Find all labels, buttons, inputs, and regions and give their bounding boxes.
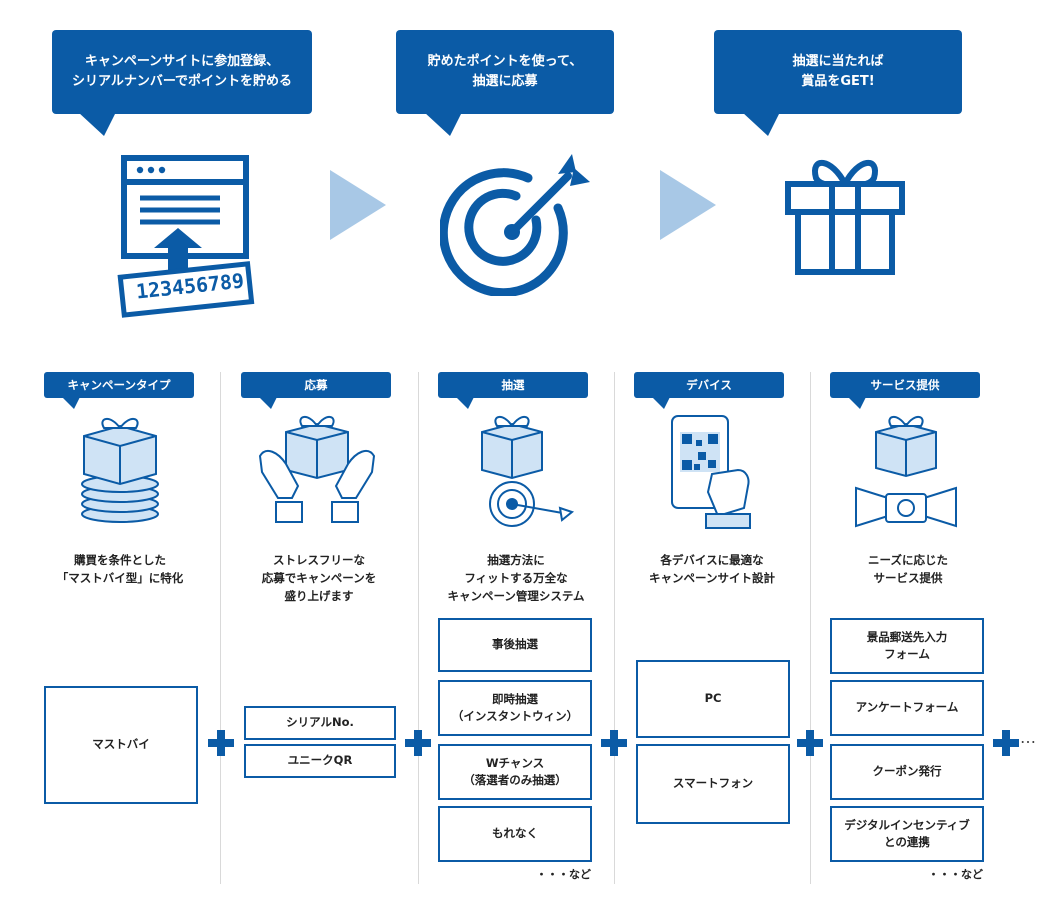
option-pc: PC xyxy=(636,660,790,738)
gift-icon xyxy=(785,159,905,275)
column-divider-4 xyxy=(810,372,811,884)
target-icon xyxy=(440,154,590,296)
option-digital-incentive: デジタルインセンティブ との連携 xyxy=(830,806,984,862)
plus-icon xyxy=(208,730,234,756)
tag-device-tail xyxy=(652,397,670,409)
step3-bubble: 抽選に当たれば 賞品をGET! xyxy=(714,30,962,114)
step-arrow-2 xyxy=(660,170,716,240)
step1-text: キャンペーンサイトに参加登録、 シリアルナンバーでポイントを貯める xyxy=(71,53,293,89)
step1-bubble-tail xyxy=(78,112,116,136)
column-divider-3 xyxy=(614,372,615,884)
step3-text: 抽選に当たれば 賞品をGET! xyxy=(792,53,884,89)
option-smartphone: スマートフォン xyxy=(636,744,790,824)
tag-campaign-type: キャンペーンタイプ xyxy=(44,372,194,398)
desc-service: ニーズに応じた サービス提供 xyxy=(868,553,948,585)
step3-bubble-tail xyxy=(742,112,780,136)
tag-lottery: 抽選 xyxy=(438,372,588,398)
option-instant-win: 即時抽選 （インスタントウィン） xyxy=(438,680,592,736)
desc-campaign-type: 購買を条件とした 「マストバイ型」に特化 xyxy=(56,553,184,585)
step2-text: 貯めたポイントを使って、 抽選に応募 xyxy=(427,53,583,89)
tag-service-tail xyxy=(848,397,866,409)
browser-serial-icon xyxy=(117,155,255,318)
plus-icon xyxy=(797,730,823,756)
tag-service: サービス提供 xyxy=(830,372,980,398)
tag-lottery-tail xyxy=(456,397,474,409)
plus-icon xyxy=(601,730,627,756)
tag-lottery-label: 抽選 xyxy=(501,378,525,392)
desc-lottery: 抽選方法に フィットする万全な キャンペーン管理システム xyxy=(447,553,585,603)
step-arrow-1 xyxy=(330,170,386,240)
tag-entry-label: 応募 xyxy=(304,378,328,392)
trailing-ellipsis: … xyxy=(1020,728,1037,747)
column-divider-2 xyxy=(418,372,419,884)
option-serial-no: シリアルNo. xyxy=(244,706,396,740)
step2-bubble: 貯めたポイントを使って、 抽選に応募 xyxy=(396,30,614,114)
option-shipping-form: 景品郵送先入力 フォーム xyxy=(830,618,984,674)
gift-camera-icon xyxy=(855,416,957,528)
step1-bubble: キャンペーンサイトに参加登録、 シリアルナンバーでポイントを貯める xyxy=(52,30,312,114)
lottery-etc-note: ・・・など xyxy=(536,868,591,881)
service-etc-note: ・・・など xyxy=(928,868,983,881)
option-must-buy: マストバイ xyxy=(44,686,198,804)
option-coupon: クーポン発行 xyxy=(830,744,984,800)
tag-device: デバイス xyxy=(634,372,784,398)
tag-entry: 応募 xyxy=(241,372,391,398)
gift-coins-icon xyxy=(81,418,159,523)
tag-campaign-type-tail xyxy=(62,397,80,409)
gift-hands-icon xyxy=(258,416,376,523)
desc-entry: ストレスフリーな 応募でキャンペーンを 盛り上げます xyxy=(261,553,377,603)
plus-icon xyxy=(993,730,1019,756)
plus-icon xyxy=(405,730,431,756)
option-post-lottery: 事後抽選 xyxy=(438,618,592,672)
tag-device-label: デバイス xyxy=(686,378,732,392)
tag-entry-tail xyxy=(259,397,277,409)
step2-bubble-tail xyxy=(424,112,462,136)
desc-device: 各デバイスに最適な キャンペーンサイト設計 xyxy=(649,553,775,585)
tag-service-label: サービス提供 xyxy=(870,378,940,392)
smartphone-qr-icon xyxy=(671,415,751,529)
option-guaranteed: もれなく xyxy=(438,806,592,862)
option-survey-form: アンケートフォーム xyxy=(830,680,984,736)
column-divider-1 xyxy=(220,372,221,884)
option-unique-qr: ユニークQR xyxy=(244,744,396,778)
tag-campaign-type-label: キャンペーンタイプ xyxy=(67,378,171,392)
gift-target-icon xyxy=(481,416,575,527)
option-w-chance: Wチャンス （落選者のみ抽選） xyxy=(438,744,592,800)
